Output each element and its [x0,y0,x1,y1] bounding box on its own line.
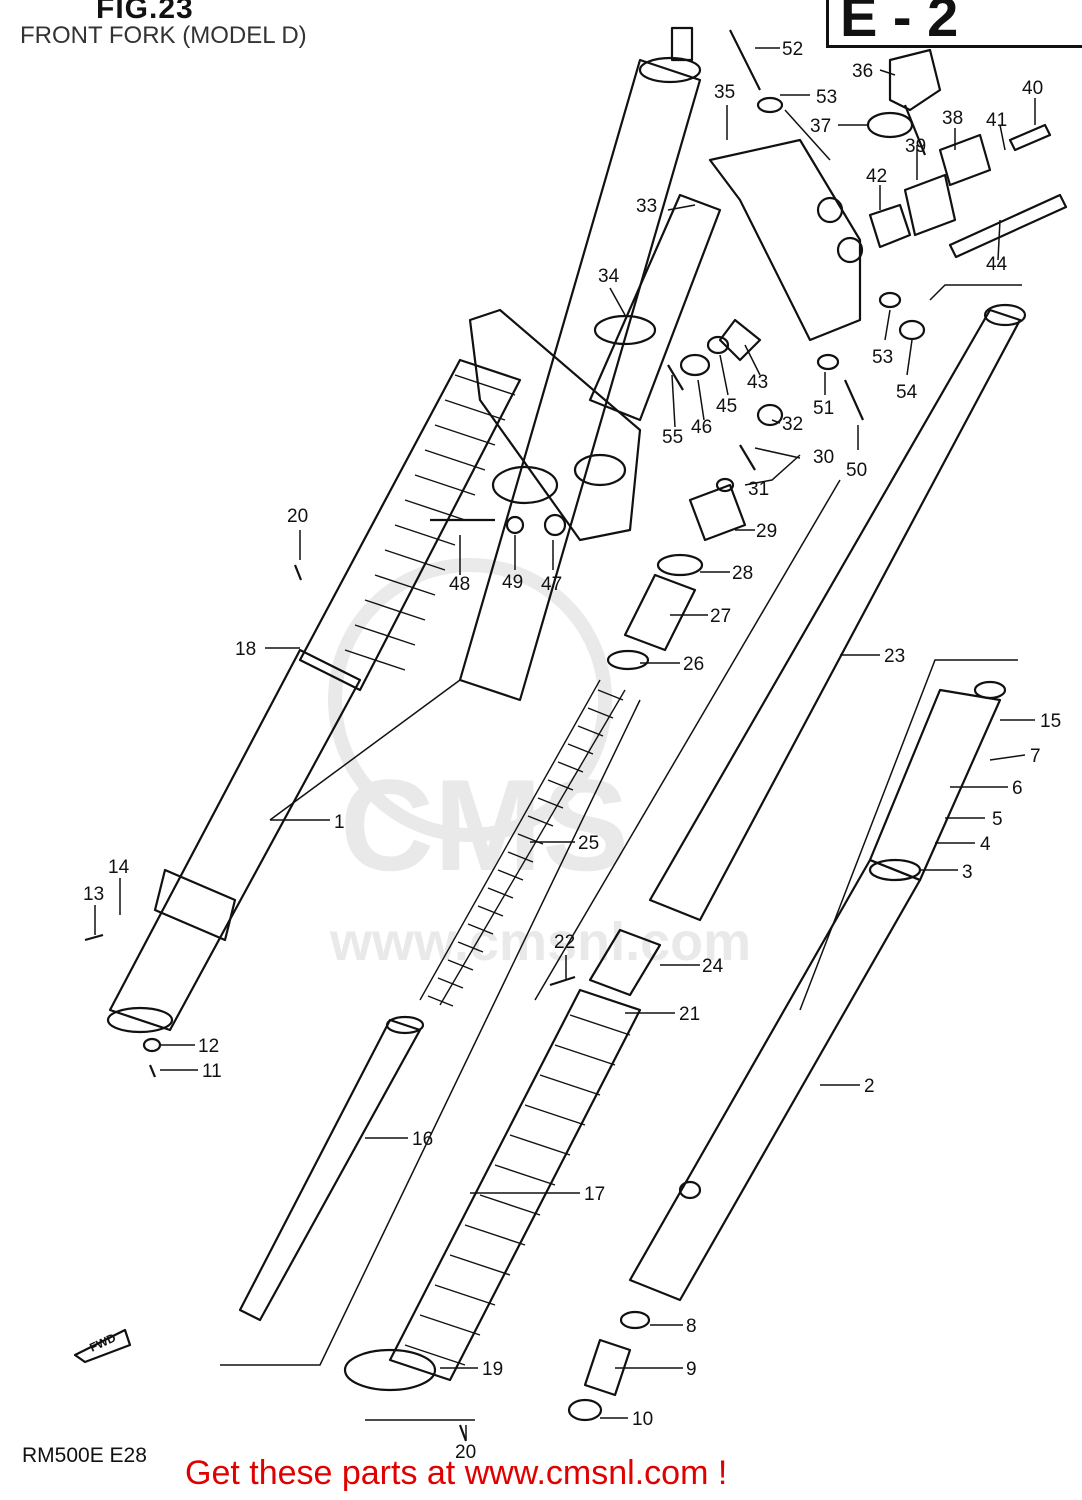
callout-48: 48 [449,574,470,595]
upper-triple-clamp [468,308,642,542]
bracket-line-top [929,284,1022,301]
callout-20-lower: 20 [455,1442,476,1463]
callout-41: 41 [986,110,1007,131]
right-outer-tube [628,680,1007,1302]
callout-32: 32 [782,414,803,435]
section-frame [826,0,1082,48]
callout-22: 22 [554,932,575,953]
callout-16: 16 [412,1129,433,1150]
callout-43: 43 [747,372,768,393]
fwd-arrow-icon: FWD [73,1328,132,1364]
callout-45: 45 [716,396,737,417]
callout-24: 24 [702,956,724,977]
callout-51: 51 [813,398,834,419]
bottom-bolt-parts [567,1310,651,1422]
callout-21: 21 [679,1004,700,1025]
callout-14: 14 [108,857,130,878]
callout-3: 3 [962,862,973,883]
callout-55: 55 [662,427,683,448]
bracket-line-2 [799,659,1018,1011]
callout-9: 9 [686,1359,697,1380]
callout-12: 12 [198,1036,219,1057]
model-code: RM500E E28 [22,1444,147,1467]
left-outer-tube [106,648,362,1034]
bracket-line-left [220,699,641,1366]
callout-7: 7 [1030,746,1041,767]
callout-26: 26 [683,654,704,675]
callout-6: 6 [1012,778,1023,799]
callout-38: 38 [942,108,963,129]
callout-46: 46 [691,417,712,438]
right-dust-boot [343,988,642,1392]
callout-52: 52 [782,39,803,60]
callout-37: 37 [810,116,831,137]
callout-5: 5 [992,809,1003,830]
callout-11: 11 [202,1061,222,1082]
callout-15: 15 [1040,711,1061,732]
figure-subtitle: FRONT FORK (MODEL D) [20,22,307,49]
left-dust-boot [298,358,522,692]
callout-31: 31 [748,479,769,500]
watermark: CMS www.cmsnl.com [328,558,751,972]
callout-33: 33 [636,196,657,217]
callout-49: 49 [502,572,523,593]
figure-title: FIG.23 [96,0,194,25]
callout-30: 30 [813,447,834,468]
callout-40: 40 [1022,78,1043,99]
steering-stem [588,193,722,422]
fork-spring [419,679,626,1007]
callout-36: 36 [852,61,873,82]
callout-53-upper: 53 [816,87,837,108]
callout-28: 28 [732,563,753,584]
parts-link-banner[interactable]: Get these parts at www.cmsnl.com ! [185,1454,728,1492]
callout-18: 18 [235,639,256,660]
bracket-line-23 [534,479,841,1001]
callout-35: 35 [714,82,735,103]
handlebar-holder-parts [729,29,1068,259]
callout-20-upper: 20 [287,506,308,527]
callout-47: 47 [541,574,562,595]
callout-44: 44 [986,254,1008,275]
small-hardware [84,96,926,1442]
callout-50: 50 [846,460,867,481]
callout-13: 13 [83,884,104,905]
callout-42: 42 [866,166,887,187]
left-fork-tube [458,26,702,702]
callout-53-lower: 53 [872,347,893,368]
watermark-logo-text: CMS [340,752,629,898]
slide-bushing [588,928,662,997]
callout-4: 4 [980,834,991,855]
section-code: E - 2 [840,0,959,48]
watermark-url: www.cmsnl.com [329,912,751,972]
callout-34: 34 [598,266,620,287]
leader-lines [94,47,1036,1440]
callout-2: 2 [864,1076,875,1097]
bracket-line-1 [269,679,461,821]
callout-29: 29 [756,521,777,542]
callout-39: 39 [905,136,926,157]
callout-10: 10 [632,1409,653,1430]
handlebar-clamp [708,138,864,342]
callout-1: 1 [334,812,345,833]
callout-54: 54 [896,382,918,403]
callout-8: 8 [686,1316,697,1337]
callout-25: 25 [578,833,599,854]
callout-17: 17 [584,1184,605,1205]
damper-rod [238,1015,425,1322]
callout-19: 19 [482,1359,503,1380]
callout-27: 27 [710,606,731,627]
callout-23: 23 [884,646,905,667]
right-inner-tube [648,303,1027,922]
callouts: 1 2 3 4 5 6 7 8 9 10 11 12 13 14 15 16 1… [83,39,1061,1463]
